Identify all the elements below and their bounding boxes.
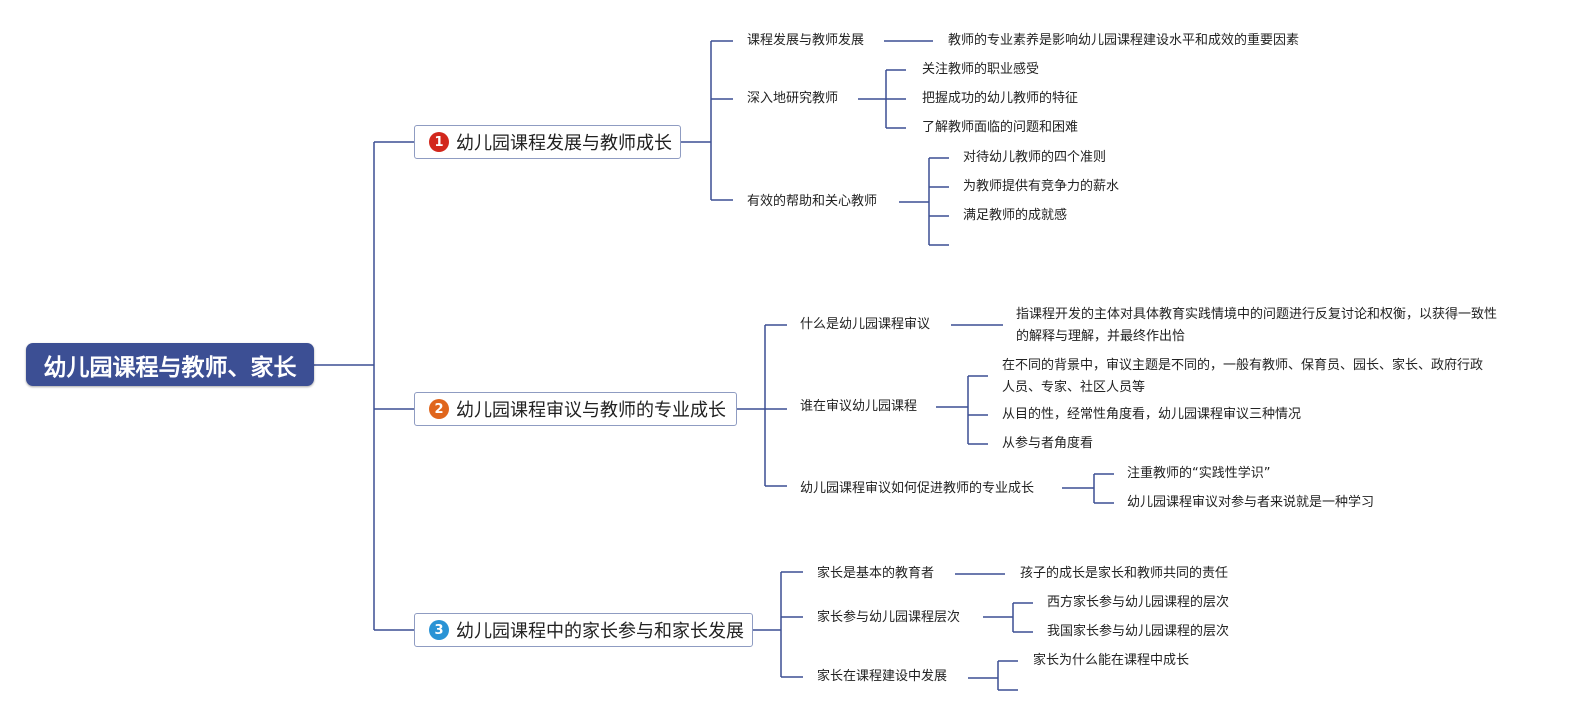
topic-1-2-detail-2[interactable]: 把握成功的幼儿教师的特征 [922, 91, 1079, 106]
topic-2-3[interactable]: 幼儿园课程审议如何促进教师的专业成长 [800, 481, 1035, 496]
topic-1-2[interactable]: 深入地研究教师 [747, 91, 839, 106]
branch-2[interactable]: 2 幼儿园课程审议与教师的专业成长 [414, 392, 737, 426]
branch-3-number-badge: 3 [429, 620, 449, 640]
topic-1-3-detail-2[interactable]: 为教师提供有竞争力的薪水 [963, 179, 1120, 194]
branch-1[interactable]: 1 幼儿园课程发展与教师成长 [414, 125, 681, 159]
topic-2-3-detail-1[interactable]: 注重教师的“实践性学识” [1127, 466, 1271, 481]
topic-3-1[interactable]: 家长是基本的教育者 [817, 566, 935, 581]
topic-3-2[interactable]: 家长参与幼儿园课程层次 [817, 610, 961, 625]
topic-1-2-detail-1[interactable]: 关注教师的职业感受 [922, 62, 1040, 77]
topic-1-3-detail-3[interactable]: 满足教师的成就感 [963, 208, 1068, 223]
topic-2-2[interactable]: 谁在审议幼儿园课程 [800, 399, 918, 414]
topic-2-1[interactable]: 什么是幼儿园课程审议 [800, 317, 931, 332]
topic-2-2-detail-1[interactable]: 在不同的背景中，审议主题是不同的，一般有教师、保育员、园长、家长、政府行政人员、… [1002, 358, 1484, 395]
topic-1-1[interactable]: 课程发展与教师发展 [747, 33, 865, 48]
topic-1-1-detail-1[interactable]: 教师的专业素养是影响幼儿园课程建设水平和成效的重要因素 [948, 33, 1300, 48]
branch-2-title: 幼儿园课程审议与教师的专业成长 [456, 400, 726, 421]
branch-3-title: 幼儿园课程中的家长参与和家长发展 [456, 621, 744, 642]
branch-2-number-badge: 2 [429, 399, 449, 419]
branch-1-title: 幼儿园课程发展与教师成长 [456, 133, 672, 154]
topic-3-3[interactable]: 家长在课程建设中发展 [817, 669, 948, 684]
topic-2-2-detail-2[interactable]: 从目的性，经常性角度看，幼儿园课程审议三种情况 [1002, 407, 1302, 422]
branch-1-number-badge: 1 [429, 132, 449, 152]
topic-3-3-detail-1[interactable]: 家长为什么能在课程中成长 [1033, 653, 1190, 668]
topic-2-3-detail-2[interactable]: 幼儿园课程审议对参与者来说就是一种学习 [1127, 495, 1375, 510]
root-topic[interactable]: 幼儿园课程与教师、家长 [26, 343, 314, 386]
topic-1-2-detail-3[interactable]: 了解教师面临的问题和困难 [922, 120, 1079, 135]
topic-2-1-detail-1[interactable]: 指课程开发的主体对具体教育实践情境中的问题进行反复讨论和权衡，以获得一致性的解释… [1016, 307, 1498, 344]
topic-3-1-detail-1[interactable]: 孩子的成长是家长和教师共同的责任 [1020, 566, 1229, 581]
branch-3[interactable]: 3 幼儿园课程中的家长参与和家长发展 [414, 613, 753, 647]
topic-3-2-detail-2[interactable]: 我国家长参与幼儿园课程的层次 [1047, 624, 1230, 639]
topic-3-2-detail-1[interactable]: 西方家长参与幼儿园课程的层次 [1047, 595, 1230, 610]
topic-1-3[interactable]: 有效的帮助和关心教师 [747, 194, 878, 209]
topic-2-2-detail-3[interactable]: 从参与者角度看 [1002, 436, 1094, 451]
topic-1-3-detail-1[interactable]: 对待幼儿教师的四个准则 [963, 150, 1107, 165]
